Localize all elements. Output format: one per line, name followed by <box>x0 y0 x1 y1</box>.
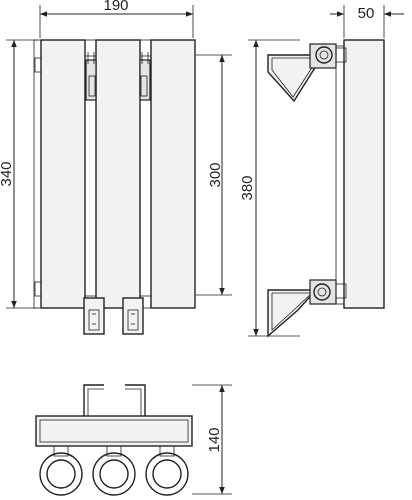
side-bracket-bottom <box>267 279 347 338</box>
top-bracket-left <box>83 384 104 416</box>
front-bracket-top-left <box>85 52 97 101</box>
side-body <box>343 39 385 309</box>
side-bracket-top <box>267 43 347 103</box>
front-panel-left <box>40 39 86 309</box>
front-tab-top <box>34 57 42 73</box>
top-view: 140 <box>35 384 232 496</box>
front-bracket-top-right <box>139 52 151 101</box>
dim-side-depth: 50 <box>358 5 375 22</box>
dim-side-height: 380 <box>239 175 256 200</box>
front-valve-right <box>122 297 144 335</box>
dim-front-height-inner: 300 <box>207 162 224 187</box>
side-back-rail <box>335 45 345 305</box>
dim-front-height-total: 340 <box>0 161 15 186</box>
front-panel-right <box>150 39 196 309</box>
front-view: 190 340 300 <box>0 0 232 335</box>
top-tube-right <box>145 452 189 496</box>
front-panel-middle <box>95 39 141 309</box>
top-tube-left <box>39 452 83 496</box>
top-tube-middle <box>92 452 136 496</box>
dim-top-height: 140 <box>206 427 223 452</box>
dim-front-width: 190 <box>103 0 128 14</box>
top-bracket-right <box>125 384 146 416</box>
front-valve-left <box>83 297 105 335</box>
front-tab-bottom <box>34 281 42 297</box>
top-body <box>35 415 193 447</box>
side-view: 50 380 <box>239 5 404 338</box>
